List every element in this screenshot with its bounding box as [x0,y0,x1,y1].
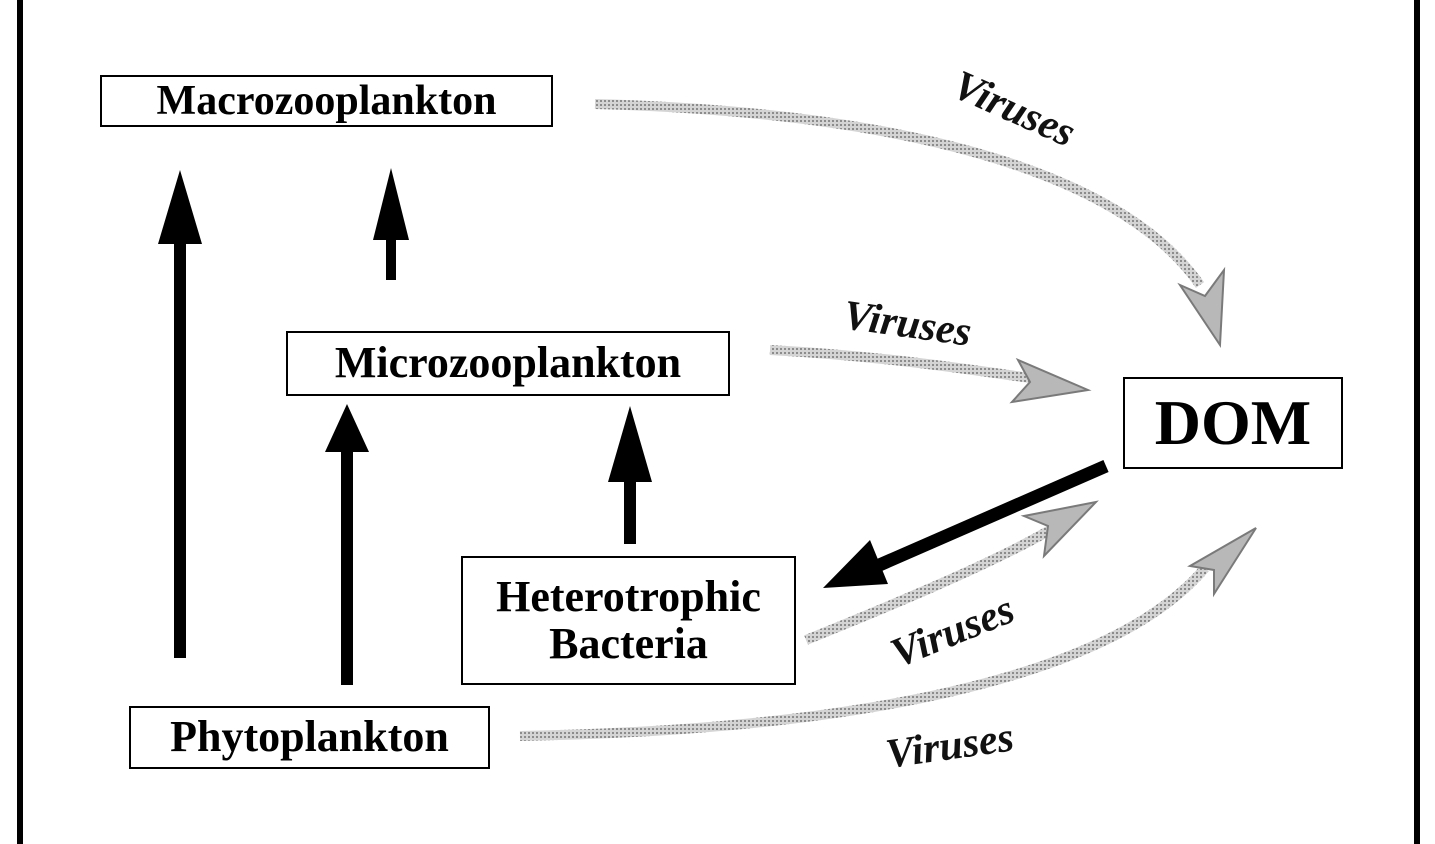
virus-label-macro: Viruses [946,62,1082,156]
heterotrophic-bacteria-box: Heterotrophic Bacteria [461,556,796,685]
arrow-micro-to-macro [373,168,409,280]
microzooplankton-box: Microzooplankton [286,331,730,396]
frame-left-border [17,0,23,844]
macrozooplankton-box: Macrozooplankton [100,75,553,127]
arrow-phyto-to-micro [325,404,369,685]
frame-right-border [1414,0,1420,844]
virus-arrow-bacteria-to-dom [804,500,1099,645]
dom-box: DOM [1123,377,1343,469]
macrozooplankton-label: Macrozooplankton [156,77,497,124]
virus-arrow-phyto-to-dom [519,527,1257,741]
virus-arrow-macro-to-dom [594,99,1226,349]
phytoplankton-label: Phytoplankton [170,712,449,762]
virus-label-phyto: Viruses [883,714,1017,777]
virus-arrow-micro-to-dom [769,345,1092,404]
arrow-phyto-to-macro [158,170,202,658]
arrow-dom-to-bacteria [823,460,1109,588]
heterotrophic-label-line2: Bacteria [549,618,708,668]
heterotrophic-label-line1: Heterotrophic [496,572,761,622]
arrow-bacteria-to-micro [608,406,652,544]
phytoplankton-box: Phytoplankton [129,706,490,769]
virus-label-micro: Viruses [841,292,975,355]
dom-label: DOM [1154,387,1312,459]
microzooplankton-label: Microzooplankton [334,338,682,388]
